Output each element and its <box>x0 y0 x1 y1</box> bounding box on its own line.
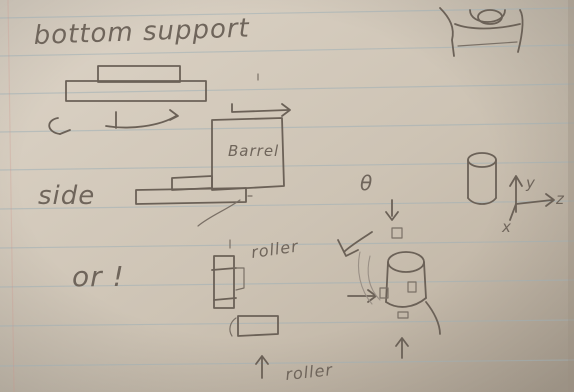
theta-label: θ <box>360 171 373 195</box>
axis-z-label: z <box>555 190 565 208</box>
axis-y-label: y <box>525 174 536 192</box>
barrel-label: Barrel <box>228 142 279 160</box>
axis-x-label: x <box>501 218 512 236</box>
page-edge <box>568 0 574 392</box>
side-label: side <box>38 181 95 211</box>
or-label: or ! <box>72 260 125 293</box>
